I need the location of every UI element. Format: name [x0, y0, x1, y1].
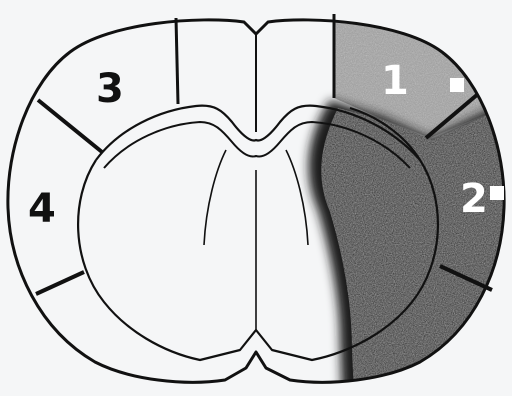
region-label-2: 2 — [460, 176, 488, 222]
ventricle-left — [204, 150, 226, 245]
region-label-3: 3 — [96, 66, 124, 112]
divider-4-lower — [36, 272, 84, 294]
divider-3-4 — [38, 100, 102, 152]
region-label-1: 1 — [381, 58, 409, 104]
sampling-marker-1 — [450, 78, 464, 92]
divider-3-upper — [176, 18, 178, 104]
ventricle-right — [286, 150, 308, 245]
sampling-marker-2 — [490, 186, 504, 200]
region-label-4: 4 — [28, 186, 56, 232]
